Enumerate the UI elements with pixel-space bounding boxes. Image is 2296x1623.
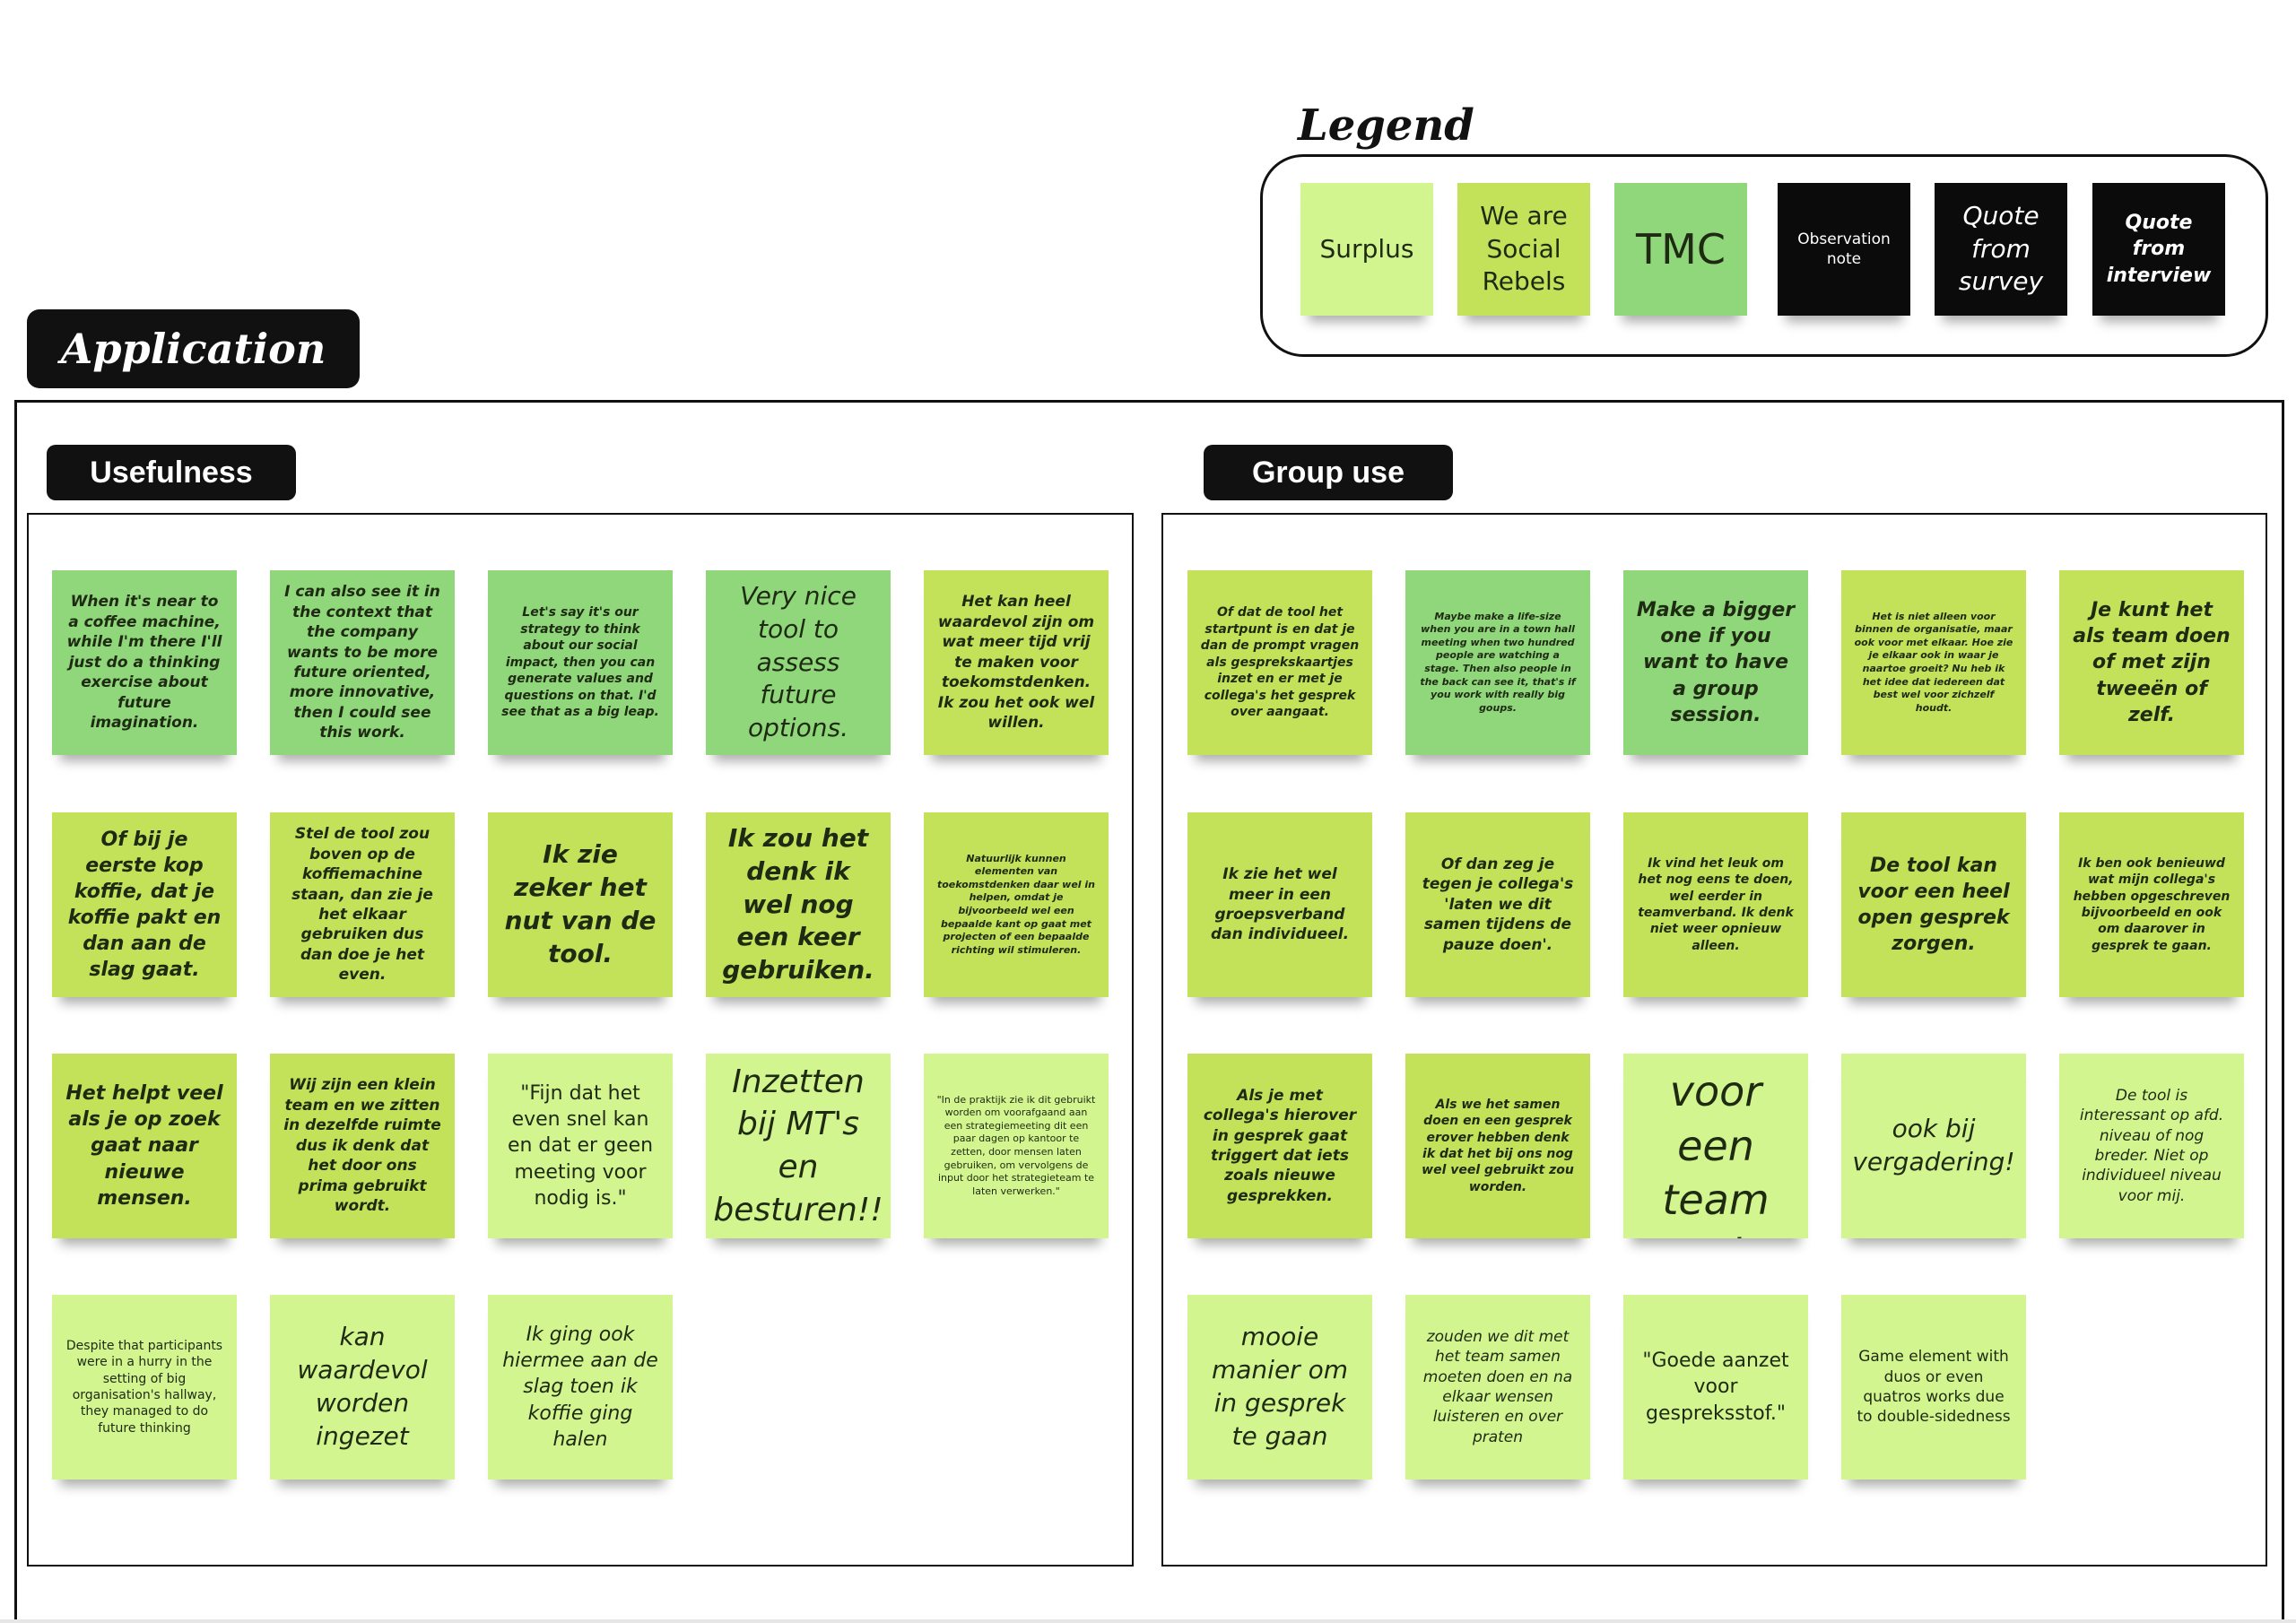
sticky-note-text: "Goede aanzet voor gespreksstof.": [1642, 1350, 1789, 1425]
sticky-note-text: Quote from survey: [1958, 200, 2044, 297]
sticky-note-text: Ik zie zeker het nut van de tool.: [504, 839, 657, 968]
usefulness-sticky-note[interactable]: Ik zou het denk ik wel nog een keer gebr…: [706, 812, 891, 997]
legend-title: Legend: [1298, 100, 1474, 151]
sticky-note-text: I can also see it in the context that th…: [284, 583, 440, 742]
usefulness-tag: Usefulness: [47, 445, 296, 500]
usefulness-sticky-note[interactable]: Very nice tool to assess future options.: [706, 570, 891, 755]
sticky-note-text: When it's near to a coffee machine, whil…: [66, 593, 222, 733]
sticky-note-text: mooie manier om in gesprek te gaan: [1211, 1322, 1348, 1451]
legend-sticky-note[interactable]: We are Social Rebels: [1457, 183, 1590, 316]
group-use-sticky-note[interactable]: Als we het samen doen en een gesprek ero…: [1405, 1054, 1590, 1238]
group-use-sticky-note[interactable]: Ik zie het wel meer in een groepsverband…: [1187, 812, 1372, 997]
group-use-sticky-note[interactable]: Of dan zeg je tegen je collega's 'laten …: [1405, 812, 1590, 997]
usefulness-sticky-note[interactable]: Ik ging ook hiermee aan de slag toen ik …: [488, 1295, 673, 1480]
group-use-sticky-note[interactable]: Maybe make a life-size when you are in a…: [1405, 570, 1590, 755]
usefulness-sticky-note[interactable]: "Fijn dat het even snel kan en dat er ge…: [488, 1054, 673, 1238]
sticky-note-text: kan waardevol worden ingezet: [297, 1322, 428, 1451]
sticky-note-text: Despite that participants were in a hurr…: [65, 1338, 223, 1436]
sticky-note-text: "In de praktijk zie ik dit gebruikt word…: [936, 1093, 1096, 1197]
usefulness-sticky-note[interactable]: Stel de tool zou boven op de koffiemachi…: [270, 812, 455, 997]
sticky-note-text: Het kan heel waardevol zijn om wat meer …: [937, 593, 1095, 733]
group-use-sticky-note[interactable]: Ik vind het leuk om het nog eens te doen…: [1623, 812, 1808, 997]
usefulness-sticky-note[interactable]: kan waardevol worden ingezet: [270, 1295, 455, 1480]
sticky-note-text: Als we het samen doen en een gesprek ero…: [1422, 1097, 1574, 1194]
application-frame: [14, 400, 2284, 1623]
sticky-note-text: De tool is interessant op afd. niveau of…: [2079, 1086, 2224, 1205]
sticky-note-text: Ik vind het leuk om het nog eens te doen…: [1638, 855, 1794, 953]
group-use-sticky-note[interactable]: Of dat de tool het startpunt is en dat j…: [1187, 570, 1372, 755]
sticky-note-text: leuk voor een team overleg: [1639, 1054, 1794, 1238]
group-use-frame: [1161, 513, 2267, 1567]
sticky-note-text: "Fijn dat het even snel kan en dat er ge…: [507, 1082, 654, 1210]
usefulness-sticky-note[interactable]: Natuurlijk kunnen elementen van toekomst…: [924, 812, 1109, 997]
usefulness-sticky-note[interactable]: Inzetten bij MT's en besturen!!: [706, 1054, 891, 1238]
sticky-note-text: De tool kan voor een heel open gesprek z…: [1857, 854, 2010, 956]
sticky-note-text: Observation note: [1797, 230, 1891, 268]
sticky-note-text: Natuurlijk kunnen elementen van toekomst…: [936, 852, 1096, 956]
usefulness-sticky-note[interactable]: Wij zijn een klein team en we zitten in …: [270, 1054, 455, 1238]
usefulness-sticky-note[interactable]: Let's say it's our strategy to think abo…: [488, 570, 673, 755]
usefulness-sticky-note[interactable]: Despite that participants were in a hurr…: [52, 1295, 237, 1480]
usefulness-sticky-note[interactable]: Het kan heel waardevol zijn om wat meer …: [924, 570, 1109, 755]
usefulness-sticky-note[interactable]: When it's near to a coffee machine, whil…: [52, 570, 237, 755]
usefulness-sticky-note[interactable]: Het helpt veel als je op zoek gaat naar …: [52, 1054, 237, 1238]
legend-sticky-note[interactable]: Quote from survey: [1935, 183, 2067, 316]
usefulness-sticky-note[interactable]: Ik zie zeker het nut van de tool.: [488, 812, 673, 997]
group-use-sticky-note[interactable]: Game element with duos or even quatros w…: [1841, 1295, 2026, 1480]
group-use-sticky-note[interactable]: zouden we dit met het team samen moeten …: [1405, 1295, 1590, 1480]
group-use-sticky-note[interactable]: leuk voor een team overleg: [1623, 1054, 1808, 1238]
group-use-sticky-note[interactable]: Het is niet alleen voor binnen de organi…: [1841, 570, 2026, 755]
sticky-note-text: Je kunt het als team doen of met zijn tw…: [2073, 599, 2231, 726]
sticky-note-text: Of bij je eerste kop koffie, dat je koff…: [67, 828, 222, 982]
usefulness-frame: [27, 513, 1134, 1567]
sticky-note-text: Quote from interview: [2106, 212, 2212, 287]
group-use-sticky-note[interactable]: Als je met collega's hierover in gesprek…: [1187, 1054, 1372, 1238]
legend-sticky-note[interactable]: Observation note: [1778, 183, 1910, 316]
sticky-note-text: ook bij vergadering!: [1852, 1114, 2015, 1176]
sticky-note-text: Game element with duos or even quatros w…: [1857, 1348, 2011, 1427]
sticky-note-text: Surplus: [1319, 233, 1414, 264]
group-use-sticky-note[interactable]: Ik ben ook benieuwd wat mijn collega's h…: [2059, 812, 2244, 997]
usefulness-sticky-note[interactable]: I can also see it in the context that th…: [270, 570, 455, 755]
sticky-note-text: Let's say it's our strategy to think abo…: [501, 605, 659, 720]
group-use-sticky-note[interactable]: Je kunt het als team doen of met zijn tw…: [2059, 570, 2244, 755]
sticky-note-text: Make a bigger one if you want to have a …: [1636, 599, 1796, 726]
page-bottom-rule: [0, 1619, 2296, 1623]
sticky-note-text: Als je met collega's hierover in gesprek…: [1203, 1086, 1357, 1205]
legend-sticky-note[interactable]: TMC: [1614, 183, 1747, 316]
group-use-sticky-note[interactable]: "Goede aanzet voor gespreksstof.": [1623, 1295, 1808, 1480]
usefulness-sticky-note[interactable]: Of bij je eerste kop koffie, dat je koff…: [52, 812, 237, 997]
sticky-note-text: Ik zie het wel meer in een groepsverband…: [1210, 865, 1350, 944]
group-use-sticky-note[interactable]: Make a bigger one if you want to have a …: [1623, 570, 1808, 755]
group-use-sticky-note[interactable]: De tool kan voor een heel open gesprek z…: [1841, 812, 2026, 997]
group-use-sticky-note[interactable]: mooie manier om in gesprek te gaan: [1187, 1295, 1372, 1480]
sticky-note-text: Of dan zeg je tegen je collega's 'laten …: [1422, 855, 1574, 954]
group-use-tag: Group use: [1204, 445, 1453, 500]
sticky-note-text: Of dat de tool het startpunt is en dat j…: [1200, 605, 1360, 720]
sticky-note-text: TMC: [1636, 224, 1726, 273]
sticky-note-text: Ik zou het denk ik wel nog een keer gebr…: [722, 822, 874, 985]
sticky-note-text: We are Social Rebels: [1480, 200, 1568, 297]
group-use-sticky-note[interactable]: De tool is interessant op afd. niveau of…: [2059, 1054, 2244, 1238]
sticky-note-text: Wij zijn een klein team en we zitten in …: [283, 1076, 441, 1216]
sticky-note-text: Maybe make a life-size when you are in a…: [1420, 610, 1576, 714]
application-banner: Application: [27, 309, 360, 388]
sticky-note-text: Ik ging ook hiermee aan de slag toen ik …: [502, 1324, 658, 1451]
sticky-note-text: zouden we dit met het team samen moeten …: [1422, 1327, 1573, 1446]
legend-sticky-note[interactable]: Quote from interview: [2092, 183, 2225, 316]
sticky-note-text: Stel de tool zou boven op de koffiemachi…: [291, 825, 433, 985]
sticky-note-text: Het helpt veel als je op zoek gaat naar …: [65, 1082, 223, 1210]
group-use-sticky-note[interactable]: ook bij vergadering!: [1841, 1054, 2026, 1238]
legend-sticky-note[interactable]: Surplus: [1300, 183, 1433, 316]
usefulness-sticky-note[interactable]: "In de praktijk zie ik dit gebruikt word…: [924, 1054, 1109, 1238]
sticky-note-text: Ik ben ook benieuwd wat mijn collega's h…: [2073, 855, 2231, 953]
sticky-note-text: Het is niet alleen voor binnen de organi…: [1854, 610, 2013, 714]
sticky-note-text: Very nice tool to assess future options.: [740, 580, 857, 743]
sticky-note-text: Inzetten bij MT's en besturen!!: [713, 1063, 883, 1228]
